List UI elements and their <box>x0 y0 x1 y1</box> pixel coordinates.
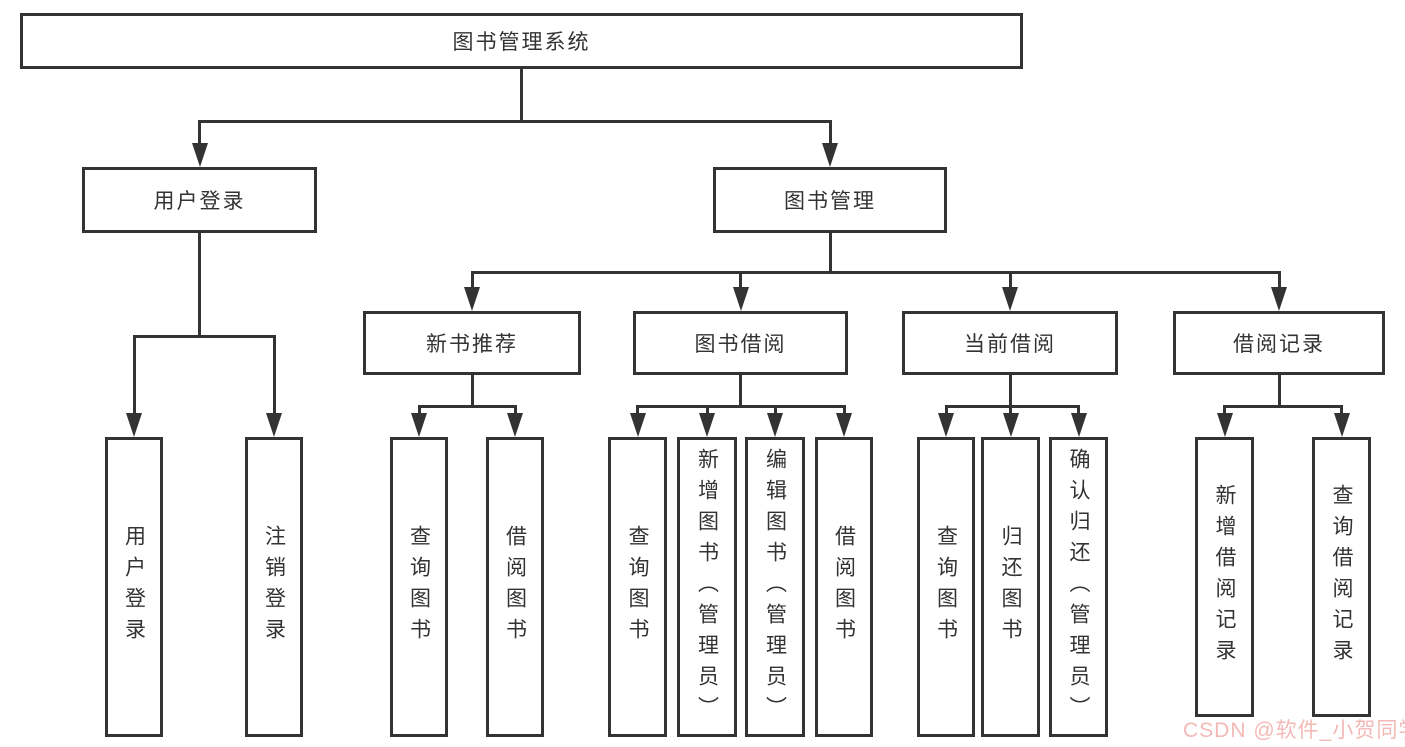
leaf-add-book-admin-label: 新增图书（管理员） <box>695 447 719 727</box>
leaf-user-login-label: 用户登录 <box>122 525 146 649</box>
leaf-query-books-1-label: 查询图书 <box>407 525 431 649</box>
leaf-query-borrow-record: 查询借阅记录 <box>1312 437 1371 717</box>
connector-stem <box>470 375 474 408</box>
leaf-query-books-2-label: 查询图书 <box>626 525 649 649</box>
arrowhead-down <box>191 143 208 167</box>
connector-drop <box>1340 405 1343 415</box>
leaf-borrow-books-2-label: 借阅图书 <box>832 525 856 649</box>
connector-stem <box>198 233 201 338</box>
leaf-add-book-admin: 新增图书（管理员） <box>677 437 737 737</box>
connector-drop <box>842 405 846 415</box>
arrowhead-down <box>1333 413 1350 437</box>
connector-drop <box>272 335 276 415</box>
connector-drop <box>417 405 421 415</box>
arrowhead-down <box>629 413 646 437</box>
connector-rail <box>198 120 832 123</box>
connector-rail <box>417 405 517 408</box>
connector-stem <box>520 69 523 123</box>
connector-rail <box>470 271 1281 274</box>
leaf-logout: 注销登录 <box>245 437 303 737</box>
leaf-edit-book-admin-label: 编辑图书（管理员） <box>763 447 787 727</box>
connector-drop <box>1077 405 1080 415</box>
node-book-borrowing: 图书借阅 <box>633 311 848 375</box>
leaf-add-borrow-record-label: 新增借阅记录 <box>1213 484 1236 670</box>
leaf-edit-book-admin: 编辑图书（管理员） <box>745 437 805 737</box>
leaf-borrow-books-1-label: 借阅图书 <box>503 525 527 649</box>
arrowhead-down <box>699 413 715 437</box>
arrowhead-down <box>464 287 480 311</box>
leaf-return-books: 归还图书 <box>981 437 1040 737</box>
arrowhead-down <box>1216 413 1233 437</box>
node-current-borrowing: 当前借阅 <box>902 311 1118 375</box>
node-borrowing-records: 借阅记录 <box>1173 311 1385 375</box>
connector-drop <box>828 120 832 145</box>
leaf-confirm-return-admin-label: 确认归还（管理员） <box>1067 447 1090 727</box>
connector-drop <box>470 271 474 289</box>
leaf-query-books-3: 查询图书 <box>917 437 975 737</box>
node-user-login: 用户登录 <box>82 167 317 233</box>
connector-rail <box>636 405 846 408</box>
leaf-query-books-2: 查询图书 <box>608 437 667 737</box>
arrowhead-down <box>1002 287 1018 311</box>
connector-drop <box>1009 405 1012 415</box>
arrowhead-down <box>266 413 282 437</box>
connector-stem <box>739 375 742 408</box>
connector-drop <box>1223 405 1226 415</box>
connector-drop <box>513 405 517 415</box>
watermark: CSDN @软件_小贺同学 <box>1183 719 1405 742</box>
connector-drop <box>1008 271 1012 289</box>
leaf-borrow-books-1: 借阅图书 <box>486 437 544 737</box>
leaf-borrow-books-2: 借阅图书 <box>815 437 873 737</box>
leaf-add-borrow-record: 新增借阅记录 <box>1195 437 1254 717</box>
connector-drop <box>739 271 742 289</box>
leaf-return-books-label: 归还图书 <box>999 525 1022 649</box>
node-library-management-system: 图书管理系统 <box>20 13 1023 69</box>
arrowhead-down <box>126 413 142 437</box>
node-book-management: 图书管理 <box>713 167 947 233</box>
connector-drop <box>132 335 136 415</box>
node-new-book-recommendation: 新书推荐 <box>363 311 581 375</box>
arrowhead-down <box>767 413 783 437</box>
connector-rail <box>132 335 276 338</box>
leaf-user-login: 用户登录 <box>105 437 163 737</box>
leaf-query-books-1: 查询图书 <box>390 437 448 737</box>
connector-stem <box>1008 375 1012 408</box>
arrowhead-down <box>732 287 749 311</box>
connector-drop <box>944 405 948 415</box>
connector-drop <box>636 405 639 415</box>
connector-drop <box>1277 271 1281 289</box>
leaf-query-books-3-label: 查询图书 <box>934 525 958 649</box>
arrowhead-down <box>507 413 523 437</box>
arrowhead-down <box>938 413 954 437</box>
arrowhead-down <box>836 413 852 437</box>
leaf-logout-label: 注销登录 <box>262 525 286 649</box>
connector-drop <box>198 120 201 145</box>
connector-rail <box>944 405 1080 408</box>
arrowhead-down <box>1070 413 1087 437</box>
arrowhead-down <box>822 143 838 167</box>
connector-stem <box>828 233 832 274</box>
arrowhead-down <box>411 413 427 437</box>
arrowhead-down <box>1271 287 1287 311</box>
leaf-confirm-return-admin: 确认归还（管理员） <box>1049 437 1108 737</box>
connector-stem <box>1277 375 1281 408</box>
connector-drop <box>773 405 777 415</box>
connector-rail <box>1223 405 1343 408</box>
arrowhead-down <box>1002 413 1019 437</box>
leaf-query-borrow-record-label: 查询借阅记录 <box>1330 484 1353 670</box>
connector-drop <box>705 405 709 415</box>
